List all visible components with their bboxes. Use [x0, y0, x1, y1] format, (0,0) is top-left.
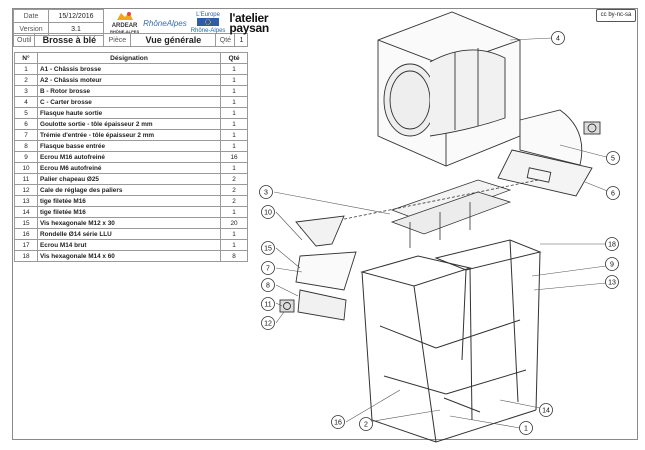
callout-balloon — [605, 257, 619, 271]
callout-label: 15 — [264, 245, 272, 252]
europe-flag-icon — [197, 18, 220, 26]
callout-label: 5 — [611, 155, 615, 162]
europe-logo: L'Europe Rhône-Alpes — [191, 12, 226, 34]
callout-balloon — [331, 415, 345, 429]
callout-balloon — [519, 421, 533, 435]
callout-balloon — [261, 205, 275, 219]
callout-label: 16 — [334, 419, 342, 426]
callout-balloon — [261, 278, 275, 292]
paysan-text: paysan — [229, 21, 269, 35]
callout-label: 14 — [542, 407, 550, 414]
callout-label: 7 — [266, 265, 270, 272]
callout-balloon — [539, 403, 553, 417]
tremie-entree — [279, 215, 357, 321]
callout-label: 13 — [608, 279, 616, 286]
callout-label: 11 — [264, 301, 271, 308]
bom-qty-cell: 8 — [220, 250, 248, 262]
callout-balloon — [605, 275, 619, 289]
callout-label: 3 — [264, 189, 268, 196]
outil-label: Outil — [12, 33, 36, 47]
callout-label: 4 — [556, 35, 560, 42]
callout-label: 1 — [524, 425, 528, 432]
part-block: Outil Brosse à blé Pièce Vue générale Qt… — [12, 33, 249, 47]
atelier-paysan-logo: l'atelier paysan — [229, 11, 269, 35]
outil-value: Brosse à blé — [34, 33, 105, 47]
callout-balloon — [606, 186, 620, 200]
europe-subtext: Rhône-Alpes — [190, 28, 226, 34]
callout-label: 6 — [611, 190, 615, 197]
license-badge: cc by-nc-sa — [596, 9, 636, 22]
rotor-brosse — [299, 179, 539, 248]
callout-label: 2 — [364, 421, 368, 428]
bom-header-row: N° Désignation Qté — [14, 52, 248, 64]
chassis — [360, 239, 542, 443]
callout-balloon — [605, 237, 619, 251]
callout-balloon — [261, 316, 275, 330]
callout-label: 12 — [264, 320, 272, 327]
drawing-frame — [12, 8, 638, 440]
ardear-text: ARDEAR — [111, 23, 138, 29]
rhone-alpes-logo: RhôneAlpes — [143, 19, 187, 28]
callout-balloon — [261, 261, 275, 275]
callout-balloon — [261, 297, 275, 311]
callout-balloon — [606, 151, 620, 165]
callout-balloon — [261, 241, 275, 255]
callout-balloon — [359, 417, 373, 431]
ardear-logo: ARDEAR RHÔNE-ALPES — [110, 11, 139, 35]
callout-balloon — [259, 185, 273, 199]
callout-balloon — [551, 31, 565, 45]
callout-label: 10 — [264, 209, 272, 216]
carter-brosse — [377, 11, 601, 197]
callout-label: 8 — [266, 282, 270, 289]
atelier-text: l'atelier — [229, 11, 269, 25]
ardear-subtext: RHÔNE-ALPES — [110, 29, 140, 34]
callout-label: 9 — [610, 261, 614, 268]
europe-text: L'Europe — [196, 12, 220, 18]
ardear-icon — [116, 12, 133, 20]
leader-lines — [273, 37, 611, 429]
logo-strip: ARDEAR RHÔNE-ALPES RhôneAlpes L'Europe R… — [110, 9, 318, 37]
callout-label: 18 — [608, 241, 616, 248]
rhone-alpes-text: RhôneAlpes — [143, 18, 187, 28]
title-block: Date 15/12/2016 Version 3.1 — [13, 9, 104, 36]
qte-value: 1 — [234, 33, 249, 47]
